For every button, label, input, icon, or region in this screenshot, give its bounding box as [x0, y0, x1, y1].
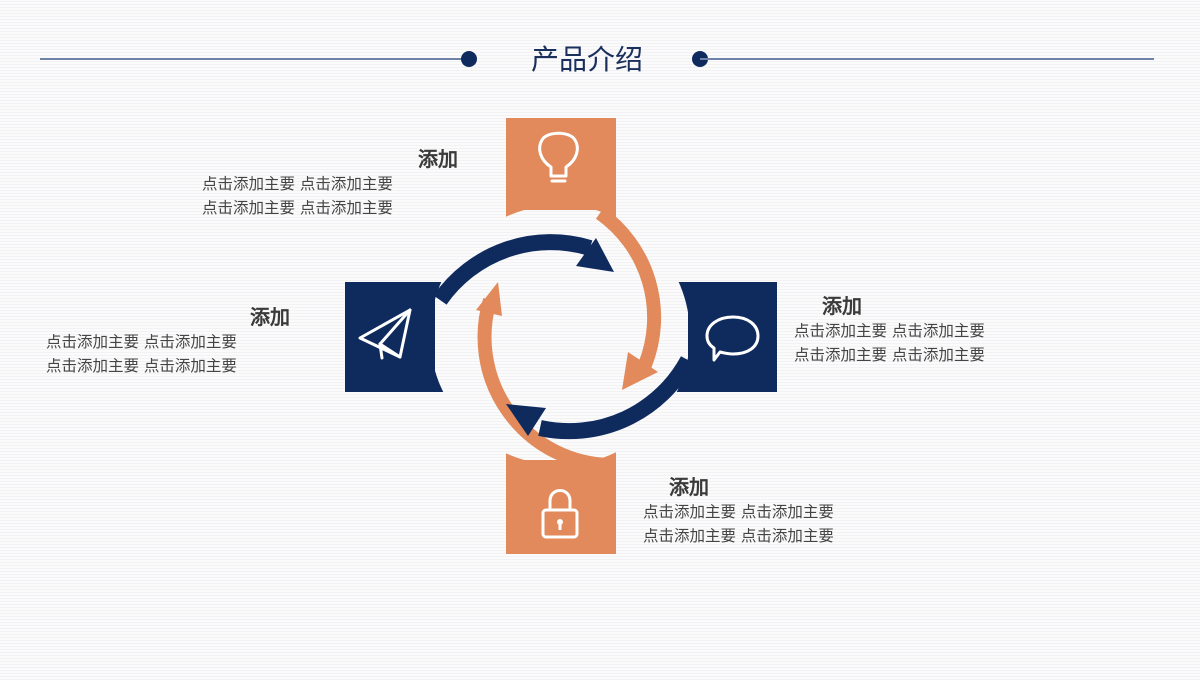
top-heading: 添加: [418, 147, 458, 171]
top-line-2: 点击添加主要 点击添加主要: [202, 199, 393, 217]
orange-arrowhead-left: [476, 282, 502, 316]
right-text-block: 添加 点击添加主要 点击添加主要 点击添加主要 点击添加主要: [794, 293, 1094, 367]
bottom-text-block: 添加 点击添加主要 点击添加主要 点击添加主要 点击添加主要: [643, 474, 943, 548]
left-line-1: 点击添加主要 点击添加主要: [46, 333, 237, 351]
top-line-1: 点击添加主要 点击添加主要: [202, 175, 393, 193]
navy-arrowhead-bottom: [506, 404, 546, 436]
navy-arc-top: [433, 234, 593, 305]
cycle-arrows: [433, 207, 696, 472]
bottom-line-2: 点击添加主要 点击添加主要: [643, 527, 834, 545]
paper-plane-icon: [358, 308, 412, 360]
top-block: [506, 118, 616, 210]
right-block: [688, 282, 777, 392]
left-line-2: 点击添加主要 点击添加主要: [46, 357, 237, 375]
top-text-block: 添加 点击添加主要 点击添加主要 点击添加主要 点击添加主要: [158, 146, 458, 220]
header-divider-left: [40, 58, 468, 60]
header-divider-right: [700, 58, 1154, 60]
header-dot-left: [461, 51, 477, 67]
left-heading: 添加: [250, 305, 290, 329]
navy-arc-bottom: [538, 356, 696, 440]
left-text-block: 添加 点击添加主要 点击添加主要 点击添加主要 点击添加主要: [46, 304, 346, 378]
right-line-1: 点击添加主要 点击添加主要: [794, 322, 985, 340]
page-title: 产品介绍: [530, 43, 643, 76]
lightbulb-icon: [538, 131, 579, 183]
bottom-line-1: 点击添加主要 点击添加主要: [643, 503, 834, 521]
speech-bubble-icon: [705, 315, 760, 362]
bottom-block: [506, 460, 616, 554]
bottom-heading: 添加: [669, 475, 709, 499]
orange-arc-right: [595, 207, 662, 368]
left-block: [345, 282, 435, 392]
right-line-2: 点击添加主要 点击添加主要: [794, 346, 985, 364]
navy-arrowhead-top: [576, 238, 614, 272]
padlock-icon: [541, 489, 579, 539]
orange-arrowhead-right: [622, 352, 658, 390]
orange-arc-left: [477, 297, 611, 472]
right-heading: 添加: [822, 294, 862, 318]
